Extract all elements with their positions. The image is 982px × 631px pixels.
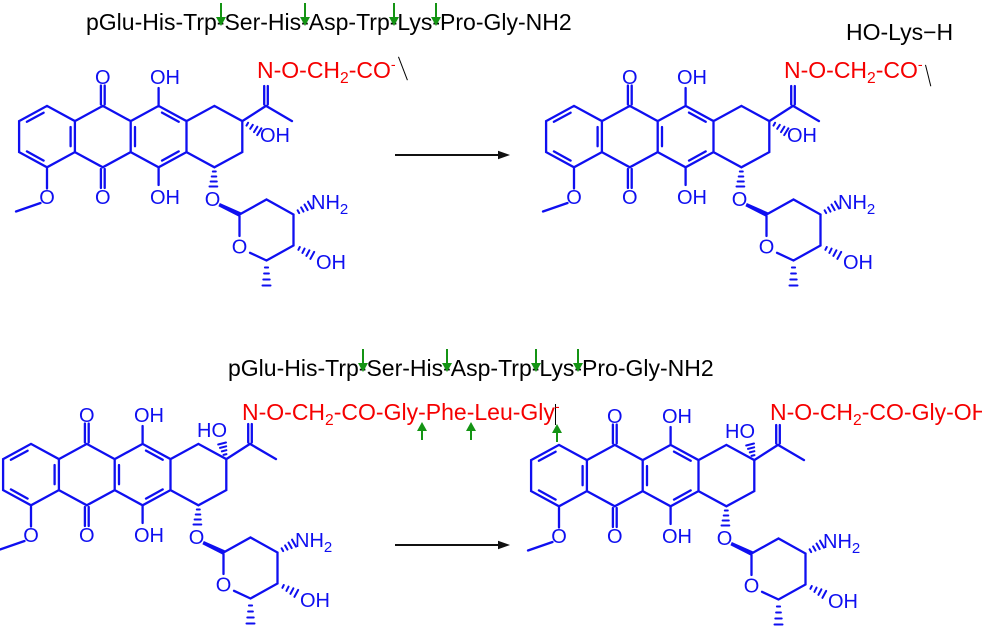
linker-formula-top-right: N-O-CH2-CO- — [784, 56, 923, 93]
formula-part: N-O-CH — [770, 399, 854, 425]
lys-linker-bond — [555, 404, 557, 425]
peptide-segment: Ser-His — [224, 9, 302, 35]
formula-part: - — [512, 399, 521, 425]
formula-subscript: 2 — [340, 70, 349, 87]
peptide-segment: Asp-Trp — [450, 355, 532, 381]
cleavage-site-trp-lys: - — [388, 3, 399, 35]
peptide-segment: Asp-Trp — [308, 9, 390, 35]
peptide-segment: pGlu-His-Trp — [228, 355, 359, 381]
bond-dash: − — [923, 19, 937, 45]
formula-part: Gly — [520, 399, 555, 425]
formula-subscript: 2 — [325, 412, 334, 429]
cleavage-site-trp-ser: - — [215, 3, 226, 35]
formula-part: N-O-CH — [257, 57, 341, 83]
molecule-top-right — [541, 65, 877, 287]
formula-part: -CO — [875, 57, 918, 83]
formula-part: Leu — [474, 399, 513, 425]
formula-subscript: 2 — [867, 70, 876, 87]
cleavage-site-trp-lys: - — [530, 349, 541, 381]
cleavage-site-lys-pro: - — [431, 3, 441, 35]
cleavage-site-lys-pro: - — [573, 349, 583, 381]
formula-part: N-O-CH — [784, 57, 868, 83]
cleavage-site-gly-phe: - — [416, 399, 427, 440]
molecule-bottom-right — [526, 404, 862, 626]
cleavage-site-gly-lys: - — [552, 393, 562, 442]
linker-formula-bottom-left: N-O-CH2-CO-Gly-Phe-Leu-Gly- — [242, 398, 562, 442]
peptide-segment: pGlu-His-Trp — [86, 9, 217, 35]
residue-part: HO-Lys — [846, 19, 924, 45]
peptide-residue-lys: Lys — [397, 9, 433, 35]
residue-part: H — [936, 19, 954, 45]
reaction-arrow-bottom — [395, 540, 510, 550]
linker-formula-top-left: N-O-CH2-CO- — [257, 56, 396, 93]
bond-to-lys-mark: - — [390, 57, 396, 73]
cleavage-site-his-asp: - — [300, 3, 310, 35]
molecule-top-left — [14, 65, 350, 287]
bond-to-lys-mark: - — [554, 399, 560, 415]
reaction-arrow-top — [395, 150, 510, 160]
formula-part: Phe — [425, 399, 467, 425]
peptide-sequence-bottom: pGlu-His-Trp-Ser-His-Asp-Trp-Lys-Pro-Gly… — [228, 349, 714, 425]
formula-part: -CO-Gly-OH — [861, 399, 982, 425]
product-residue-top-right: HO-Lys−H — [846, 18, 954, 87]
formula-part: -CO — [348, 57, 391, 83]
bond-to-lys-mark: - — [917, 57, 923, 73]
peptide-segment: Pro-Gly-NH2 — [440, 9, 572, 35]
linker-formula-bottom-right: N-O-CH2-CO-Gly-OH — [770, 398, 982, 435]
formula-subscript: 2 — [853, 412, 862, 429]
formula-part: N-O-CH — [242, 399, 326, 425]
cleavage-site-his-asp: - — [442, 349, 452, 381]
peptide-segment: Ser-His — [366, 355, 444, 381]
molecule-bottom-left — [0, 403, 334, 625]
cleavage-site-phe-leu: - — [465, 399, 476, 440]
peptide-sequence-top: pGlu-His-Trp-Ser-His-Asp-Trp-Lys-Pro-Gly… — [86, 3, 572, 81]
peptide-segment: Pro-Gly-NH2 — [582, 355, 714, 381]
cleavage-site-trp-ser: - — [357, 349, 368, 381]
peptide-residue-lys: Lys — [539, 355, 575, 381]
formula-part: -CO-Gly — [333, 399, 419, 425]
